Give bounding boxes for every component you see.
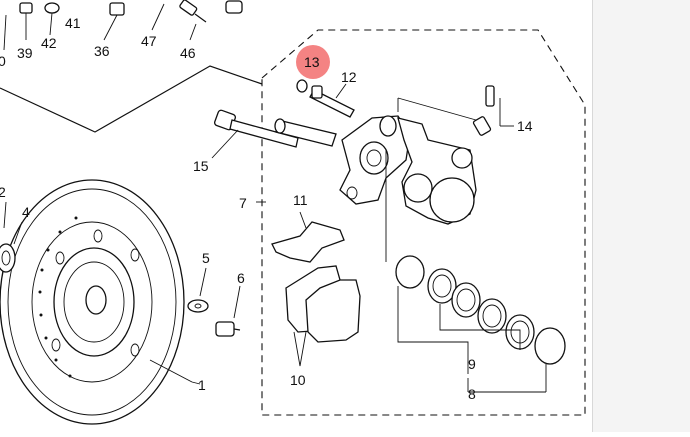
callout-13: 13	[304, 54, 320, 70]
callout-2: 2	[0, 184, 6, 200]
callout-14: 14	[517, 118, 533, 134]
callout-42: 42	[41, 35, 57, 51]
callout-12: 12	[341, 69, 357, 85]
washer-and-bolt	[187, 267, 241, 337]
exploded-view-svg: 0 39 42 41 36 47 46 13 12 14 15 7 11 2 4…	[0, 0, 586, 425]
brake-disc	[0, 179, 201, 425]
top-left-fasteners	[3, 0, 243, 51]
viewer-background-strip	[592, 0, 690, 432]
callout-5: 5	[202, 250, 210, 266]
callout-8: 8	[468, 386, 476, 402]
callout-36: 36	[94, 43, 110, 59]
callout-10: 10	[290, 372, 306, 388]
highlight-marker	[296, 45, 330, 79]
callout-46: 46	[180, 45, 196, 61]
callout-6: 6	[237, 270, 245, 286]
callout-41: 41	[65, 15, 81, 31]
callout-9: 9	[468, 356, 476, 372]
callout-4: 4	[22, 204, 30, 220]
pad-spring	[271, 211, 345, 263]
brake-pads	[285, 265, 361, 367]
callout-15: 15	[193, 158, 209, 174]
callout-7: 7	[239, 195, 247, 211]
callout-0: 0	[0, 53, 6, 69]
piston-and-seals	[385, 150, 566, 393]
image-edge	[592, 0, 593, 432]
callout-39: 39	[17, 45, 33, 61]
left-edge-parts	[0, 201, 23, 273]
caliper-bracket	[339, 115, 411, 205]
caliper-bolts	[211, 79, 355, 159]
callout-1: 1	[198, 377, 206, 393]
callout-47: 47	[141, 33, 157, 49]
caliper-assembly-boundary	[261, 29, 586, 416]
callout-11: 11	[293, 192, 308, 208]
caliper-body	[397, 85, 514, 225]
leader-line-top-group	[0, 65, 263, 133]
